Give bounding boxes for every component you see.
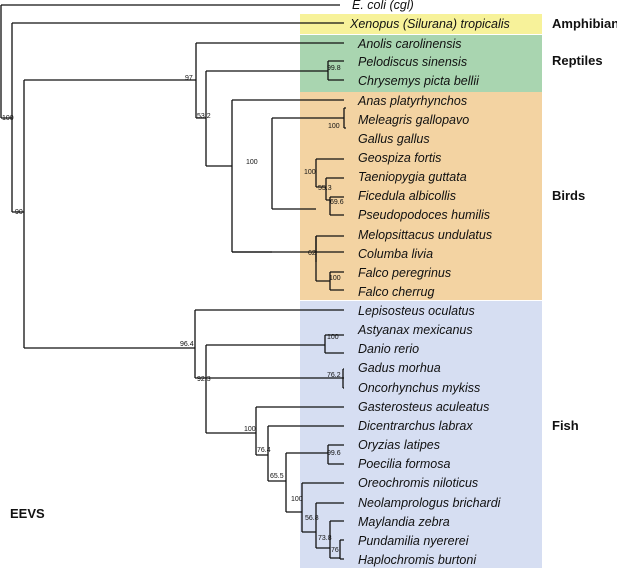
figure-title: EEVS xyxy=(10,506,45,521)
support-gadus-oncorhynchus: 76.2 xyxy=(327,372,341,379)
taxon-label: Geospiza fortis xyxy=(358,151,441,165)
taxon-label: Meleagris gallopavo xyxy=(358,113,469,127)
taxon-label: Pelodiscus sinensis xyxy=(358,55,467,69)
support-ficedula: 69.6 xyxy=(330,199,344,206)
taxon-label: Taeniopygia guttata xyxy=(358,170,467,184)
branch-oryzias-cichlids xyxy=(268,444,344,512)
branch-maylandia xyxy=(316,520,344,558)
support-galliformes: 100 xyxy=(328,123,340,130)
taxon-label: Maylandia zebra xyxy=(358,515,450,529)
support-tetrapods-fish: 90 xyxy=(15,209,23,216)
branch-reptiles-birds xyxy=(195,42,344,119)
branch-reptiles-turtles xyxy=(205,60,344,167)
taxon-label: Gallus gallus xyxy=(358,132,430,146)
support-reptiles: 53.2 xyxy=(197,113,211,120)
group-label-reptiles: Reptiles xyxy=(552,53,603,68)
support-passerines: 100 xyxy=(304,169,316,176)
support-fish: 96.4 xyxy=(180,341,194,348)
taxon-label: Astyanax mexicanus xyxy=(357,323,473,337)
taxon-label: Ficedula albicollis xyxy=(358,189,456,203)
taxon-label: Falco peregrinus xyxy=(358,266,451,280)
support-percomorphs: 100 xyxy=(244,426,256,433)
support-oryzias-cichlids: 65.5 xyxy=(270,473,284,480)
taxon-label: Neolamprologus brichardi xyxy=(358,496,502,510)
support-turtles: 99.8 xyxy=(327,65,341,72)
taxon-label: Dicentrarchus labrax xyxy=(358,419,473,433)
tree-branches xyxy=(0,4,346,560)
support-maylandia: 73.8 xyxy=(318,535,332,542)
taxon-label: Columba livia xyxy=(358,247,433,261)
taxon-label: Anas platyrhynchos xyxy=(357,94,467,108)
support-pundamilia-haplo: 76 xyxy=(331,547,339,554)
support-birds: 100 xyxy=(246,159,258,166)
branch-teleosts xyxy=(205,334,344,433)
branch-meleagris-gallus xyxy=(343,107,346,129)
taxon-label: Gadus morhua xyxy=(358,361,441,375)
branch-dicentrarchus-group xyxy=(256,425,344,481)
support-falcons: 100 xyxy=(329,275,341,282)
taxon-label: Danio rerio xyxy=(358,342,419,356)
support-atherinomorphs: 99.6 xyxy=(327,450,341,457)
taxon-label: Haplochromis burtoni xyxy=(358,553,477,567)
branch-percomorphs xyxy=(206,406,344,455)
group-label-birds: Birds xyxy=(552,188,585,203)
branch-gadus-oncorhynchus xyxy=(206,368,344,389)
taxon-label: Melopsittacus undulatus xyxy=(358,228,492,242)
taxon-label: Oreochromis niloticus xyxy=(358,476,478,490)
support-neolamprologus: 56.8 xyxy=(305,515,319,522)
branch-rest xyxy=(1,22,344,212)
taxon-label: Falco cherrug xyxy=(358,285,434,299)
taxon-label: Pseudopodoces humilis xyxy=(358,208,490,222)
group-labels: Amphibian Reptiles Birds Fish xyxy=(552,16,617,433)
branch-tetrapod-fish xyxy=(12,79,196,349)
support-teleosts: 92.3 xyxy=(197,376,211,383)
support-parrot-dove-falcon: 62 xyxy=(308,250,316,257)
branch-pundamilia-haplo xyxy=(330,539,344,560)
taxon-label: Oryzias latipes xyxy=(358,438,440,452)
taxon-label: Chrysemys picta bellii xyxy=(358,74,480,88)
taxon-label: Xenopus (Silurana) tropicalis xyxy=(349,17,510,31)
branch-columba-falcons xyxy=(315,236,344,291)
reptiles-box xyxy=(300,35,542,92)
support-ostariophysi: 100 xyxy=(327,334,339,341)
branch-neolamprologus xyxy=(302,502,344,548)
taxon-label: Anolis carolinensis xyxy=(357,37,462,51)
branch-taeniopygia xyxy=(316,177,344,216)
taxon-label: E. coli (cgl) xyxy=(352,0,414,12)
branch-fish xyxy=(194,309,344,379)
group-label-fish: Fish xyxy=(552,418,579,433)
branch-root xyxy=(0,4,340,118)
support-root: 100 xyxy=(2,115,14,122)
taxon-labels: E. coli (cgl) Xenopus (Silurana) tropica… xyxy=(349,0,510,567)
support-values: 100 90 97 99.8 53.2 100 100 100 55.3 69.… xyxy=(2,65,344,554)
taxon-label: Poecilia formosa xyxy=(358,457,450,471)
taxon-label: Pundamilia nyererei xyxy=(358,534,470,548)
branch-galliformes xyxy=(271,117,300,209)
birds-box xyxy=(300,92,542,300)
support-dicentrarchus: 76.4 xyxy=(257,447,271,454)
support-cichlids: 100 xyxy=(291,496,303,503)
amphibian-box xyxy=(300,14,542,34)
taxon-label: Lepisosteus oculatus xyxy=(358,304,475,318)
fish-box xyxy=(300,301,542,568)
support-reptiles-birds: 97 xyxy=(185,75,193,82)
branch-passerines xyxy=(272,158,344,210)
group-label-amphibian: Amphibian xyxy=(552,16,617,31)
taxon-label: Gasterosteus aculeatus xyxy=(358,400,489,414)
taxon-label: Oncorhynchus mykiss xyxy=(358,381,480,395)
support-taeniopygia: 55.3 xyxy=(318,185,332,192)
branch-cichlids xyxy=(286,482,344,532)
